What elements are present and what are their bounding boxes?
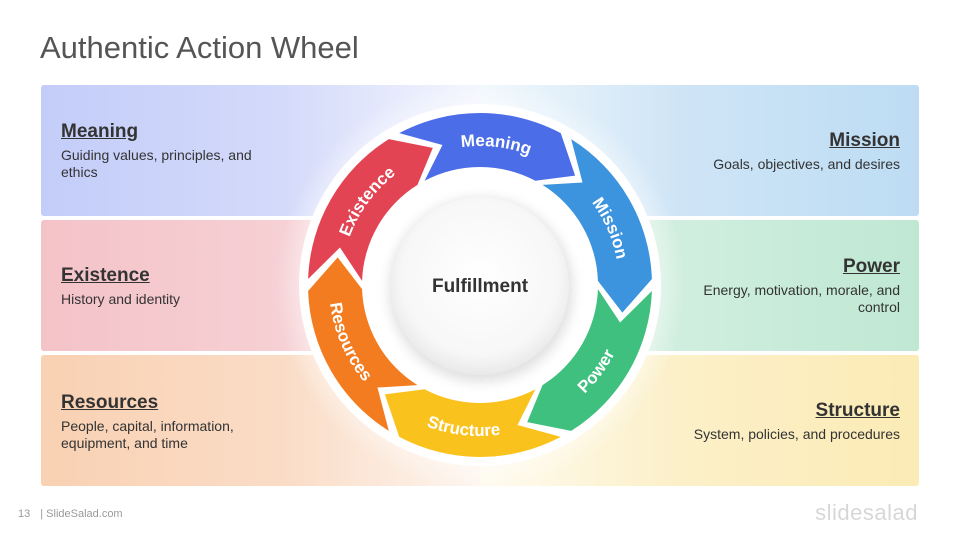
meaning-desc: Guiding values, principles, and ethics bbox=[61, 147, 252, 180]
wheel-segment-structure bbox=[384, 389, 561, 458]
power-title: Power bbox=[842, 256, 900, 277]
mission-panel: Mission Goals, objectives, and desires bbox=[670, 130, 900, 173]
structure-desc: System, policies, and procedures bbox=[693, 426, 900, 442]
power-panel: Power Energy, motivation, morale, and co… bbox=[685, 256, 900, 316]
center-label: Fulfillment bbox=[432, 276, 529, 297]
existence-panel: Existence History and identity bbox=[61, 265, 291, 308]
power-desc: Energy, motivation, morale, and control bbox=[703, 282, 900, 315]
structure-panel: Structure System, policies, and procedur… bbox=[670, 400, 900, 443]
resources-title: Resources bbox=[61, 392, 159, 413]
mission-desc: Goals, objectives, and desires bbox=[713, 156, 900, 172]
resources-panel: Resources People, capital, information, … bbox=[61, 392, 291, 452]
existence-title: Existence bbox=[61, 265, 150, 286]
mission-title: Mission bbox=[829, 130, 900, 151]
wheel-segment-existence bbox=[308, 139, 433, 281]
wheel-segment-power bbox=[527, 289, 652, 431]
wheel-segment-mission bbox=[542, 139, 652, 313]
meaning-title: Meaning bbox=[61, 121, 139, 142]
brand-logo: slidesalad bbox=[815, 500, 918, 525]
wheel-segment-meaning bbox=[399, 112, 576, 181]
structure-title: Structure bbox=[815, 400, 900, 421]
page-number: 13 bbox=[18, 508, 31, 520]
resources-desc: People, capital, information, equipment,… bbox=[61, 418, 234, 451]
meaning-panel: Meaning Guiding values, principles, and … bbox=[61, 121, 291, 181]
existence-desc: History and identity bbox=[61, 291, 181, 307]
center-circle bbox=[391, 197, 569, 375]
footer: 13 | SlideSalad.com bbox=[18, 508, 129, 520]
wheel-segments: MeaningMissionPowerStructureResourcesExi… bbox=[308, 112, 652, 458]
wheel-segment-resources bbox=[308, 257, 418, 431]
slide-title: Authentic Action Wheel bbox=[40, 30, 359, 65]
footer-site: | SlideSalad.com bbox=[40, 508, 123, 520]
